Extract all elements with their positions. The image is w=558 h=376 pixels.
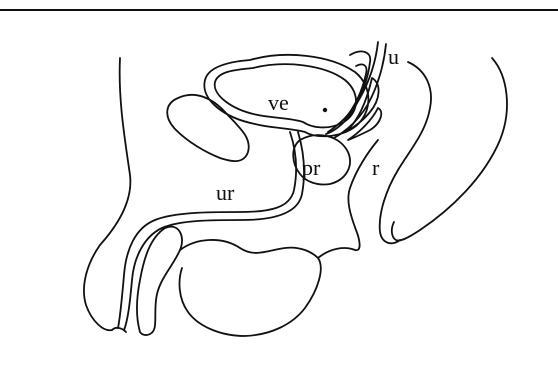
label-urethra: ur xyxy=(216,180,235,205)
rectum-outer-wall xyxy=(392,58,507,241)
scrotum-outline xyxy=(180,240,321,336)
label-vesica: ve xyxy=(268,90,289,115)
urethra-outer xyxy=(118,132,296,328)
label-prostate: pr xyxy=(302,155,321,180)
label-rectum: r xyxy=(372,155,380,180)
rectum-inner-wall xyxy=(380,62,431,243)
penis-shaft-outline xyxy=(112,227,182,335)
label-ureter: u xyxy=(388,44,399,69)
perineum-line xyxy=(318,140,378,258)
pubic-bone xyxy=(167,95,249,161)
ureteric-orifice-dot xyxy=(323,108,327,112)
urethra-inner xyxy=(124,132,304,330)
